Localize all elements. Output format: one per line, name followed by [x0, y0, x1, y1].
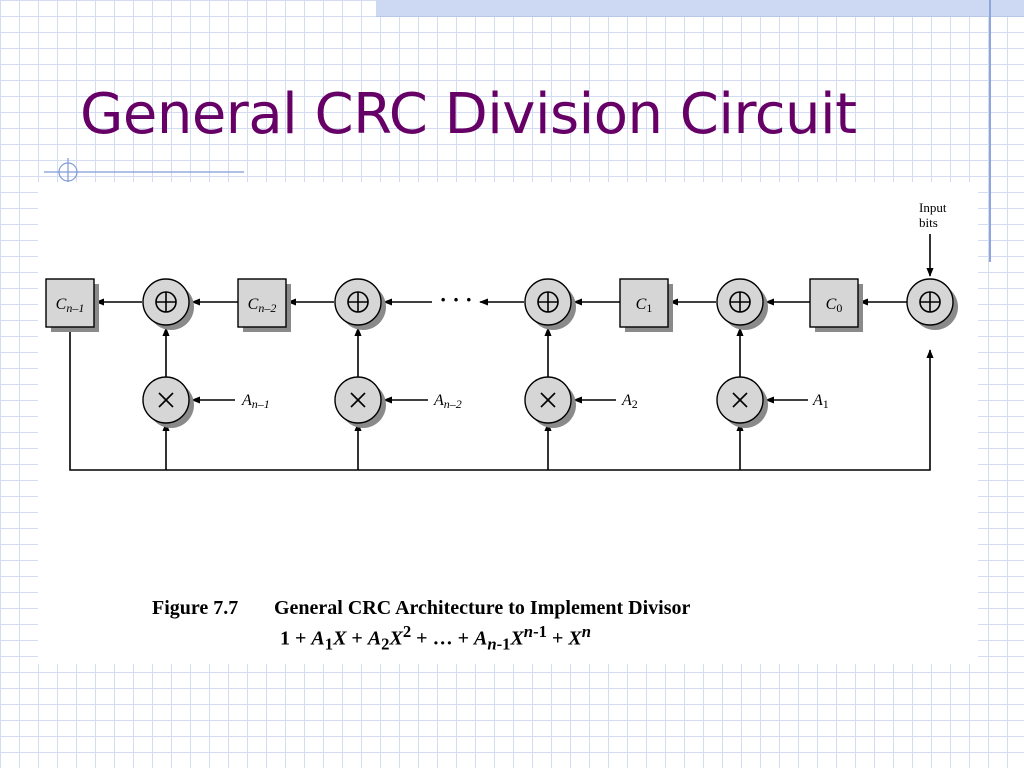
divisor-formula: 1 + A1X + A2X2 + … + An-1Xn-1 + Xn	[280, 622, 591, 654]
ellipsis: · · ·	[439, 287, 472, 312]
svg-text:C1: C1	[636, 296, 653, 315]
svg-text:C0: C0	[826, 296, 843, 315]
coefficient-a-n-2: An–2	[433, 392, 462, 411]
xor-gate-input	[906, 278, 958, 330]
coefficient-a-n-1: An–1	[241, 392, 270, 411]
register-c-n-2: Cn–2	[237, 278, 291, 332]
slide-title: General CRC Division Circuit	[80, 82, 857, 147]
multiplier-1	[142, 376, 194, 428]
wiring	[69, 234, 934, 471]
multiplier-3	[524, 376, 576, 428]
xor-gate-2	[334, 278, 386, 330]
register-c-n-1: Cn–1	[45, 278, 99, 332]
right-rule	[989, 0, 991, 262]
svg-text:Cn–1: Cn–1	[56, 296, 85, 315]
multiplier-4	[716, 376, 768, 428]
coefficient-a-1: A1	[812, 392, 829, 411]
caption-text: General CRC Architecture to Implement Di…	[274, 597, 691, 619]
multiplier-2	[334, 376, 386, 428]
figure-number: Figure 7.7	[152, 597, 239, 619]
header-band	[376, 0, 1024, 17]
register-c-1: C1	[619, 278, 673, 332]
input-label: Input bits	[919, 200, 950, 230]
figure-panel	[38, 182, 978, 664]
coefficient-a-2: A2	[621, 392, 638, 411]
figure-caption: Figure 7.7 General CRC Architecture to Im…	[152, 597, 852, 655]
xor-gate-4	[716, 278, 768, 330]
xor-gate-3	[524, 278, 576, 330]
register-c-0: C0	[809, 278, 863, 332]
xor-gate-1	[142, 278, 194, 330]
svg-text:Cn–2: Cn–2	[248, 296, 277, 315]
